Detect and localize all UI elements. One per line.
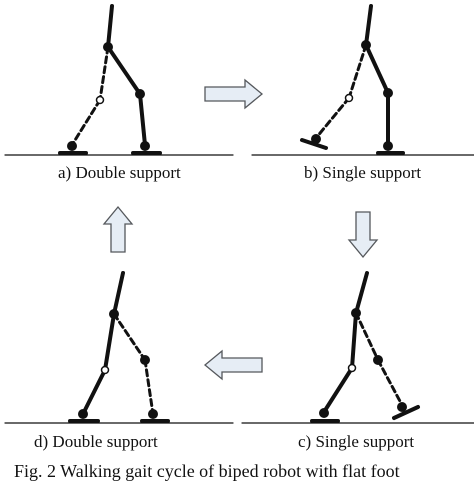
stance-thigh-d [103,312,116,372]
knee-joint-d [100,365,110,375]
figure-caption: Fig. 2 Walking gait cycle of biped robot… [14,461,400,481]
hip-joint-d [109,309,119,319]
swing-shank-b [314,96,351,140]
ankle-joint-b-swing [311,134,321,144]
knee-joint-b-swing [344,93,354,103]
stance-shank-a [138,92,147,147]
torso-a [106,4,114,49]
swing-shank-d [143,358,155,416]
knee-joint-c [347,363,357,373]
swing-thigh-d [112,312,147,362]
panel-b-label: b) Single support [304,163,422,182]
arrow-left-icon [203,349,263,381]
swing-shank-a [70,98,102,147]
torso-c [354,271,369,315]
ankle-joint-b [383,141,393,151]
panel-d-label: d) Double support [34,432,158,451]
panel-a-label: a) Double support [58,163,181,182]
stance-shank-c [322,366,354,414]
knee-joint-a-swing [95,95,105,105]
arrow-up-icon [102,205,134,253]
panel-c-label: c) Single support [298,432,415,451]
ankle-joint-a-swing [67,141,77,151]
hip-joint-c [351,308,361,318]
ankle-joint-c-swing [397,402,407,412]
swing-thigh-b [347,43,368,100]
ankle-joint-a [140,141,150,151]
ankle-joint-d [78,409,88,419]
robot-b [251,4,474,156]
swing-foot-c [392,405,420,420]
stance-shank-d [81,368,107,416]
torso-d [112,271,125,316]
hip-joint-a [103,42,113,52]
arrow-right-icon [204,78,264,110]
stance-thigh-b [364,43,390,95]
knee-joint-d-swing [140,355,150,365]
torso-b [364,4,373,47]
knee-joint-a [135,89,145,99]
hip-joint-b [361,40,371,50]
stance-thigh-c [350,311,358,370]
robot-c [241,271,474,424]
swing-thigh-c [354,311,380,362]
arrow-down-icon [347,211,379,259]
robot-d [4,271,234,424]
swing-thigh-a [98,45,110,102]
ankle-joint-c [319,408,329,418]
swing-foot-b [300,138,328,150]
stance-thigh-a [106,45,142,96]
knee-joint-c-swing [373,355,383,365]
swing-shank-c [376,358,404,407]
knee-joint-b [383,88,393,98]
robot-a [4,4,234,156]
ankle-joint-d-swing [148,409,158,419]
